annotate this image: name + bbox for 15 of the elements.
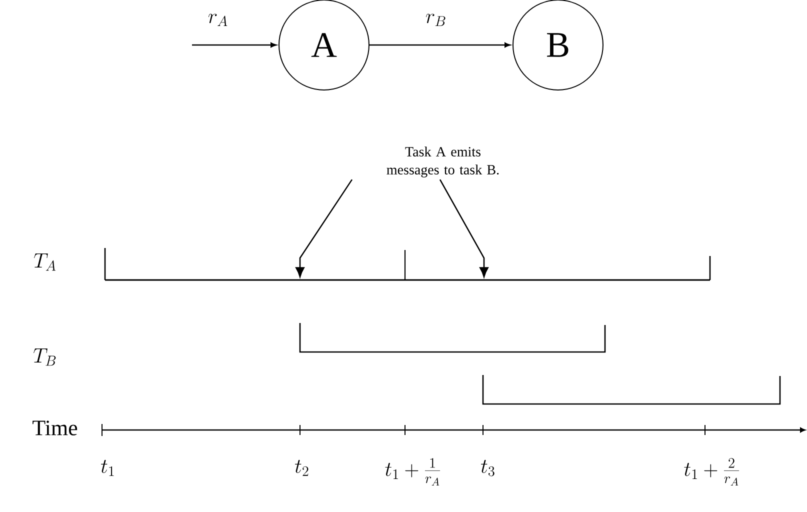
arrow [370, 42, 510, 48]
tick-label: $t_1$ [101, 460, 114, 476]
tick-label: $t_1 + \frac{2}{r_A}$ [684, 458, 740, 486]
tick-label: $t_2$ [295, 460, 308, 476]
tick-label: $t_3$ [481, 460, 494, 476]
edge-label: $r_A$ [208, 14, 228, 26]
leader-arrow [439, 179, 488, 278]
leader-arrow [296, 179, 353, 278]
edge-label: $r_B$ [426, 14, 446, 26]
axis-label: $T_A$ [34, 253, 56, 271]
axis-label: $T_B$ [34, 348, 56, 366]
note-text: Task A emits messages to task B. [386, 146, 499, 178]
axis-label: Time [32, 420, 78, 436]
arrow [192, 42, 276, 48]
tick-label: $t_1 + \frac{1}{r_A}$ [385, 458, 440, 486]
